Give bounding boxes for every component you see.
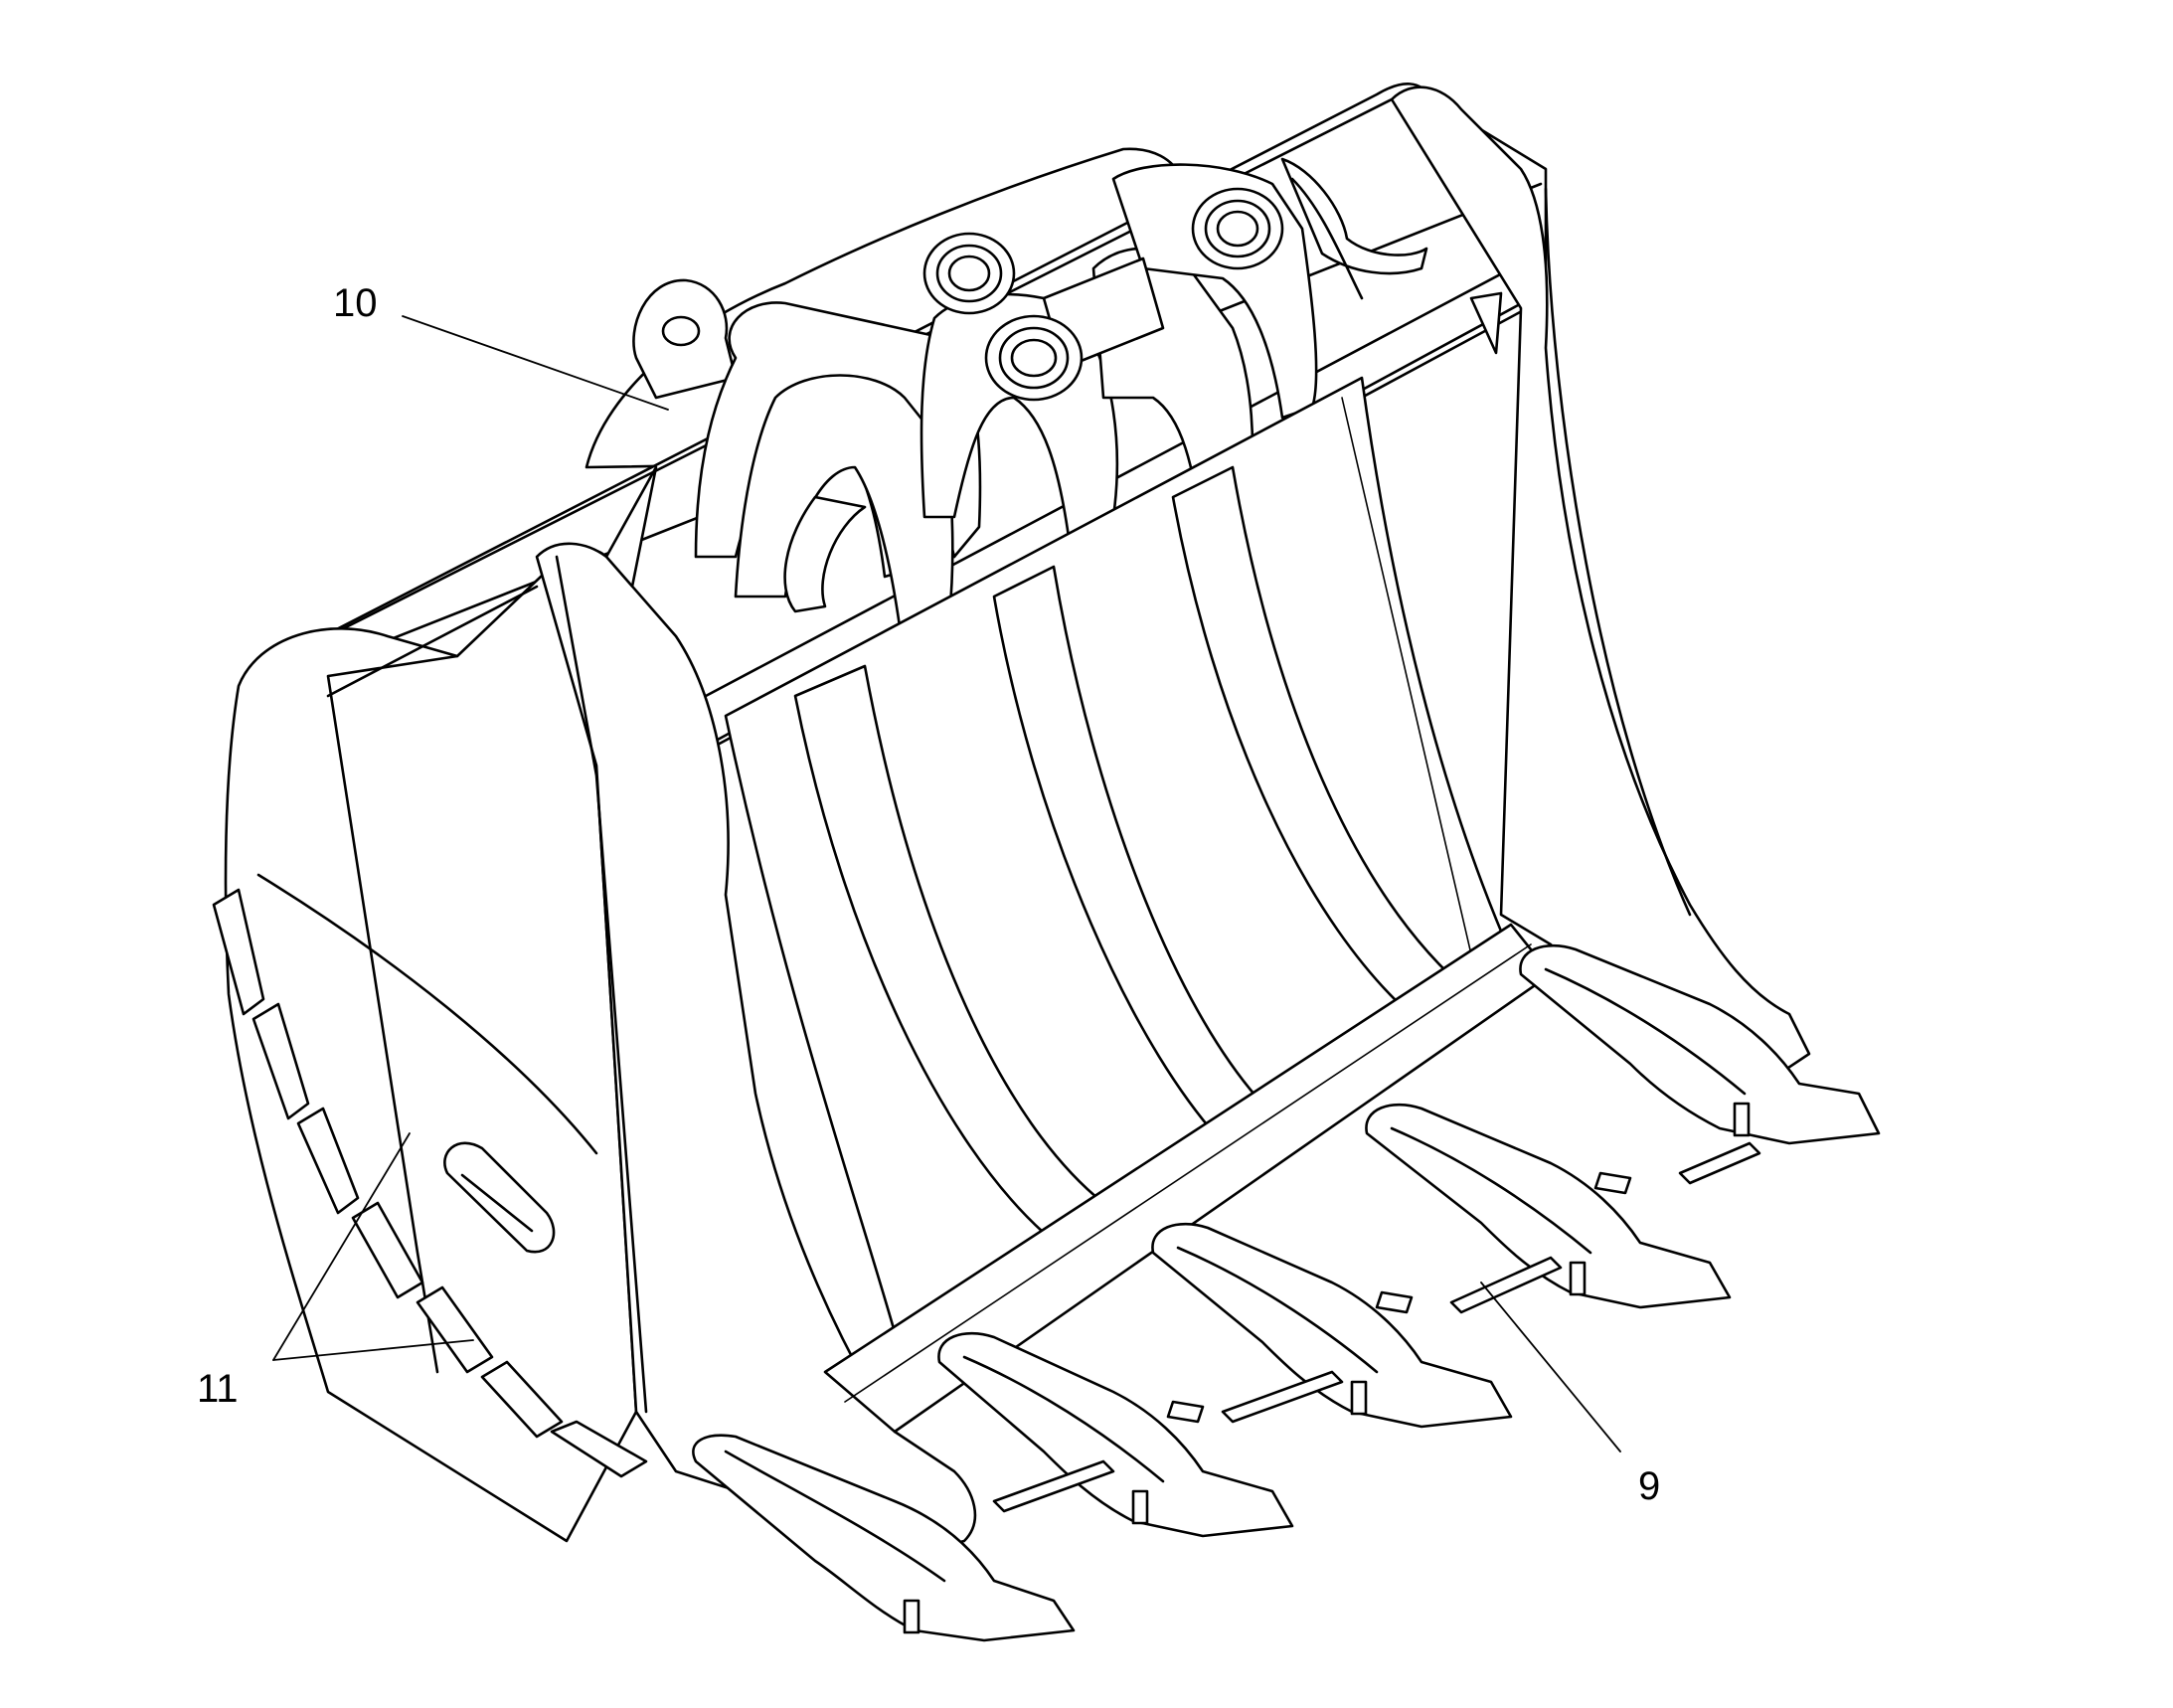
tooth-3 [1151,1222,1513,1429]
tooth-2 [937,1331,1294,1538]
tooth-1 [692,1434,1076,1642]
left-side-plate [224,465,658,1543]
left-side-front-edge [535,542,977,1553]
pin-upper-right [1191,187,1284,270]
lifting-eye [632,278,738,400]
callout-10-label: 10 [333,281,378,325]
leader-9 [1480,1281,1621,1452]
callout-9-label: 9 [1638,1464,1660,1508]
cutting-edge-segments [992,1141,1761,1513]
pin-lower [984,256,1165,402]
side-cutter-slot [443,1141,556,1254]
beam-stub [1469,291,1503,355]
leader-10 [402,315,669,411]
pin-upper-left [922,232,1016,315]
side-wear-segments [212,888,648,1478]
tooth-5 [1519,943,1881,1145]
mounting-bracket-front [734,374,954,628]
tooth-4 [1365,1103,1732,1309]
leader-11-lower [272,1339,474,1361]
callout-11-label: 11 [197,1367,239,1411]
leader-11-upper [272,1132,411,1361]
